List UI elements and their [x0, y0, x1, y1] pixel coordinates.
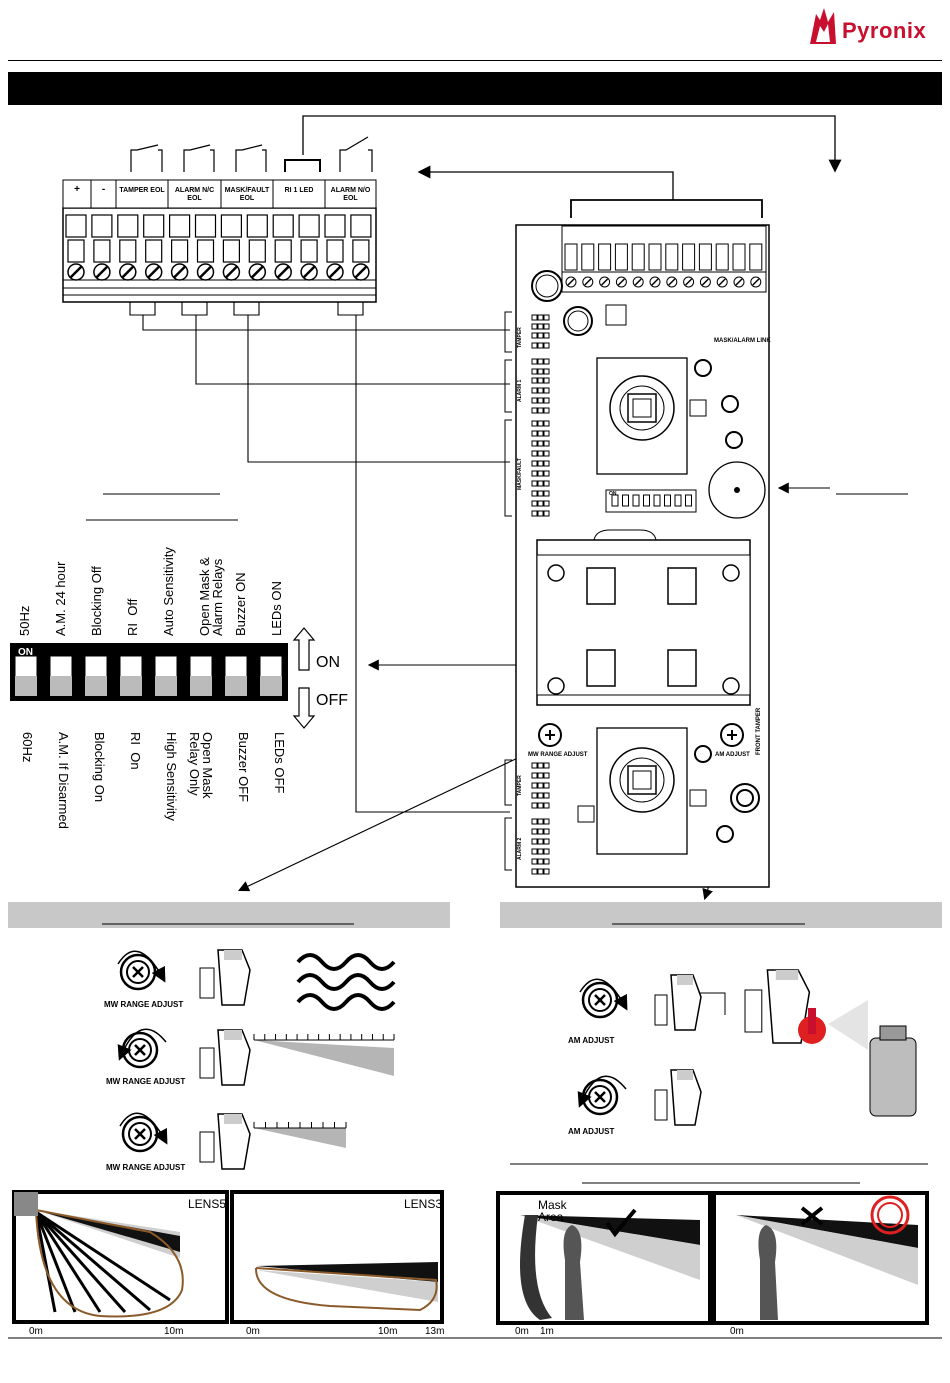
pcb-dip-on-label: ON — [609, 491, 617, 497]
dip-on-function-6: Open Mask & Alarm Relays — [197, 557, 225, 636]
terminal-label-tamper: TAMPER EOL — [119, 187, 165, 194]
dip-switch-on-marker: ON — [18, 647, 33, 658]
pcb-maskfault-label: MASK/FAULT — [517, 458, 523, 490]
mask-area-label: Mask Area — [538, 1198, 567, 1224]
pcb-alarm1-label: ALARM 1 — [517, 379, 523, 402]
lens3-label: LENS3 — [404, 1197, 443, 1211]
dip-off-function-1: 60Hz — [20, 732, 35, 763]
mw-knob-label-1: MW RANGE ADJUST — [104, 1000, 184, 1009]
terminal-label-ri1-led: RI 1 LED — [284, 187, 314, 194]
dip-off-function-5: High Sensitivity — [164, 732, 179, 821]
lens5-axis-10: 10m — [164, 1326, 184, 1337]
am-adjust-label: AM ADJUST — [715, 752, 750, 758]
mask-alarm-link-label: MASK/ALARM LINK — [714, 338, 771, 344]
connector-line-terminal — [417, 165, 674, 200]
lens3-axis-13: 13m — [425, 1326, 445, 1337]
terminal-label-alarm-no: ALARM N/O EOL — [330, 187, 371, 202]
pcb-tamper2-label: TAMPER — [517, 775, 523, 796]
on-label: ON — [316, 654, 340, 671]
dip-on-function-8: LEDs ON — [269, 581, 284, 636]
dip-on-function-4: RI Off — [125, 598, 140, 636]
pyronix-flame-icon — [810, 8, 836, 44]
mask-panel-left — [496, 1191, 712, 1325]
header-bar — [8, 72, 942, 105]
brand-name: Pyronix — [842, 18, 927, 43]
mw-knob-label-2: MW RANGE ADJUST — [106, 1077, 186, 1086]
dip-on-function-1: 50Hz — [17, 605, 32, 636]
dip-on-function-7: Buzzer ON — [233, 572, 248, 636]
dip-switch-block — [10, 627, 316, 729]
dip-number-3: 3 — [92, 705, 99, 717]
pcb-alarm2-label: ALARM 2 — [517, 837, 523, 860]
dip-number-6: 6 — [197, 705, 204, 717]
pcb-tamper-label: TAMPER — [517, 327, 523, 348]
brand-logo: Pyronix — [806, 6, 946, 50]
lens3-axis-0: 0m — [246, 1326, 260, 1337]
dip-off-function-4: RI On — [128, 732, 143, 770]
off-label: OFF — [316, 692, 348, 709]
am-axis-0m: 0m — [515, 1326, 529, 1337]
lens5-axis-0: 0m — [29, 1326, 43, 1337]
dip-number-7: 7 — [232, 705, 239, 717]
terminal-block — [62, 207, 377, 303]
connector-line-top — [302, 115, 842, 173]
dip-off-function-3: Blocking On — [92, 732, 107, 803]
dip-off-function-7: Buzzer OFF — [236, 732, 251, 803]
dip-off-function-8: LEDs OFF — [272, 732, 287, 794]
terminal-label-plus: + — [74, 184, 80, 195]
dip-off-function-6: Open Mask Relay Only — [187, 732, 215, 799]
dip-number-5: 5 — [162, 705, 169, 717]
header-rule — [8, 60, 942, 61]
dip-on-function-3: Blocking Off — [89, 566, 104, 636]
lens3-panel — [230, 1190, 444, 1324]
am-knob-label-1: AM ADJUST — [568, 1036, 615, 1045]
dip-number-1: 1 — [22, 705, 29, 717]
terminal-label-alarm-nc: ALARM N/C EOL — [174, 187, 215, 202]
dip-number-8: 8 — [267, 705, 274, 717]
terminal-label-minus: - — [101, 184, 106, 195]
am-axis-1m: 1m — [540, 1326, 554, 1337]
mask-panel-right — [712, 1191, 929, 1325]
dip-on-function-2: A.M. 24 hour — [53, 561, 68, 636]
am-axis-right-0m: 0m — [730, 1326, 744, 1337]
lens3-axis-10: 10m — [378, 1326, 398, 1337]
front-tamper-label: FRONT TAMPER — [756, 707, 762, 755]
terminal-label-mask-fault: MASK/FAULT EOL — [224, 187, 270, 202]
mw-range-adjust-label: MW RANGE ADJUST — [528, 752, 588, 758]
am-knob-label-2: AM ADJUST — [568, 1127, 615, 1136]
lens5-label: LENS5 — [188, 1197, 227, 1211]
lens5-panel — [12, 1190, 229, 1324]
dip-on-function-5: Auto Sensitivity — [161, 547, 176, 636]
relay-symbols — [130, 136, 373, 172]
wave-symbols — [296, 953, 396, 1011]
dip-number-4: 4 — [127, 705, 134, 717]
mw-knob-label-3: MW RANGE ADJUST — [106, 1163, 186, 1172]
dip-off-function-2: A.M. If Disarmed — [56, 732, 71, 829]
pcb-board — [515, 224, 770, 888]
dip-number-2: 2 — [57, 705, 64, 717]
